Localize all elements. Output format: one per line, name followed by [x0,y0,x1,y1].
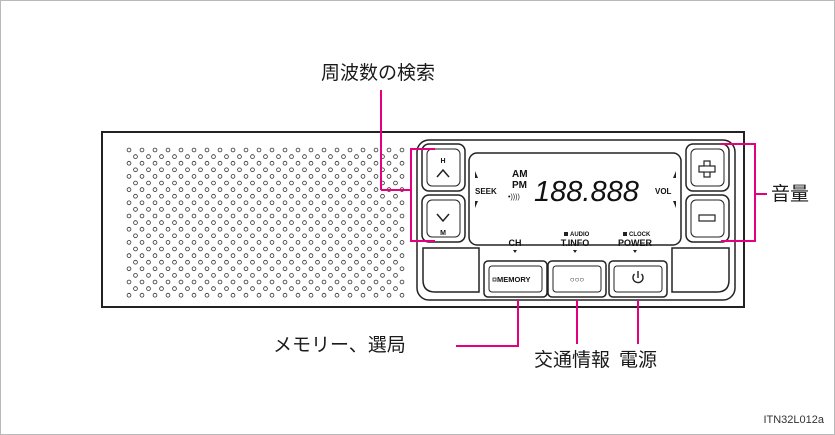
seek-callout-label: 周波数の検索 [321,62,436,84]
memory-callout-label: メモリー、選局 [273,334,406,356]
audio-label: AUDIO [570,232,590,238]
figure-code: ITN32L012a [763,414,824,426]
vol-indicator-up [673,171,676,178]
seek-down-button[interactable] [421,194,466,243]
seek-down-letter: M [440,230,446,237]
power-button[interactable] [608,260,668,298]
signal-icon: •)))) [508,194,520,201]
memory-button[interactable] [483,260,548,298]
ch-label: CH [509,238,522,248]
am-label: AM [512,169,528,180]
chevron-up-icon [436,168,450,178]
pm-label: PM [512,180,527,191]
speaker-grille [126,147,405,298]
display-window [468,152,682,246]
seek-indicator-up [475,171,478,178]
vol-label: VOL [655,187,672,196]
volume-callout-label: 音量 [771,183,810,205]
seek-callout-lines [380,90,435,242]
volume-callout-lines [721,143,767,242]
traffic-callout-label: 交通情報 [534,349,611,371]
clock-label: CLOCK [629,232,651,238]
vol-indicator-down [673,201,676,208]
chevron-down-icon [436,213,450,223]
seek-up-button[interactable] [421,143,466,192]
seek-indicator-down [475,201,478,208]
seek-label: SEEK [475,187,497,196]
plus-icon [698,160,716,178]
power-icon [632,271,644,284]
seek-up-letter: H [440,158,445,165]
frequency-digits: 188.888 [534,176,639,208]
power-label: POWER [618,238,653,248]
power-callout-label: 電源 [619,349,658,371]
memory-callout-line [456,300,519,347]
tinfo-label: T.INFO [561,238,590,248]
bottom-right-button[interactable] [671,247,730,293]
bottom-left-button[interactable] [422,247,480,293]
tinfo-button-symbol: ○○○ [570,275,585,284]
memory-label: MEMORY [497,275,530,284]
tinfo-button[interactable] [547,260,607,298]
minus-icon [698,214,716,222]
